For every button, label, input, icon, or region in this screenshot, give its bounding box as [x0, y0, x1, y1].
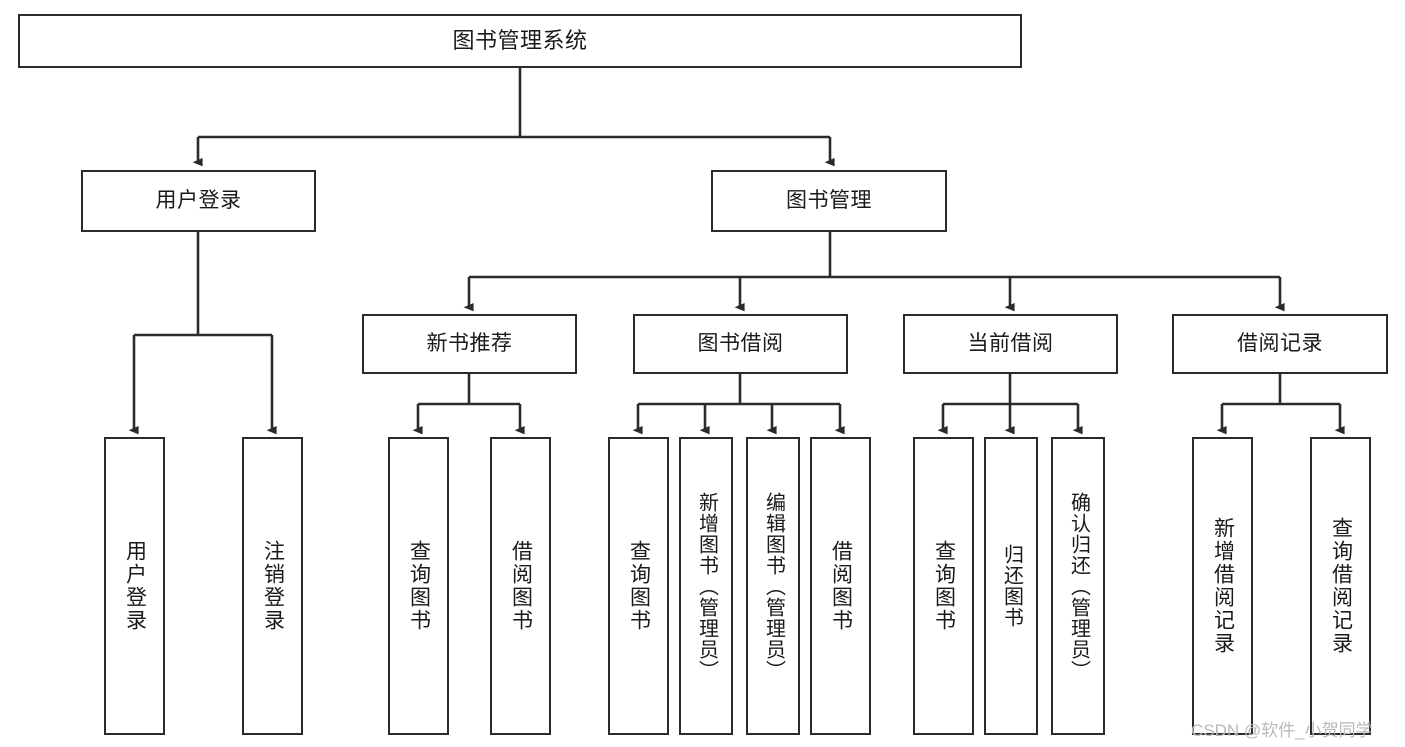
node-book-borrowing[interactable]: 图书借阅 — [633, 314, 848, 374]
node-book-management[interactable]: 图书管理 — [711, 170, 947, 232]
node-root-book-management-system[interactable]: 图书管理系统 — [18, 14, 1022, 68]
leaf-query-book-3[interactable]: 查询图书 — [913, 437, 974, 735]
leaf-borrow-book-2[interactable]: 借阅图书 — [810, 437, 871, 735]
leaf-confirm-return-admin[interactable]: 确认归还（管理员） — [1051, 437, 1105, 735]
node-label: 查询图书 — [407, 540, 431, 632]
leaf-logout[interactable]: 注销登录 — [242, 437, 303, 735]
node-label: 查询图书 — [932, 540, 956, 632]
node-label: 当前借阅 — [967, 331, 1054, 355]
node-label: 注销登录 — [261, 540, 285, 632]
node-label: 图书管理系统 — [452, 28, 588, 54]
node-label: 查询借阅记录 — [1329, 517, 1353, 655]
node-label: 确认归还（管理员） — [1067, 491, 1090, 681]
node-label: 图书管理 — [786, 188, 872, 212]
node-label: 借阅图书 — [829, 540, 853, 632]
node-label: 借阅图书 — [509, 540, 533, 632]
node-label: 查询图书 — [627, 540, 651, 632]
leaf-query-book-1[interactable]: 查询图书 — [388, 437, 449, 735]
node-label: 用户登录 — [123, 540, 147, 632]
node-label: 借阅记录 — [1237, 331, 1323, 355]
leaf-return-book[interactable]: 归还图书 — [984, 437, 1038, 735]
leaf-add-borrow-record[interactable]: 新增借阅记录 — [1192, 437, 1253, 735]
node-borrowing-records[interactable]: 借阅记录 — [1172, 314, 1388, 374]
leaf-query-borrow-record[interactable]: 查询借阅记录 — [1310, 437, 1371, 735]
node-label: 用户登录 — [155, 188, 242, 212]
leaf-query-book-2[interactable]: 查询图书 — [608, 437, 669, 735]
node-new-book-recommendation[interactable]: 新书推荐 — [362, 314, 577, 374]
node-label: 归还图书 — [1000, 544, 1023, 628]
leaf-add-book-admin[interactable]: 新增图书（管理员） — [679, 437, 733, 735]
node-label: 新书推荐 — [426, 331, 513, 355]
leaf-user-login[interactable]: 用户登录 — [104, 437, 165, 735]
node-label: 新增借阅记录 — [1211, 517, 1235, 655]
node-user-login[interactable]: 用户登录 — [81, 170, 316, 232]
leaf-borrow-book-1[interactable]: 借阅图书 — [490, 437, 551, 735]
node-label: 新增图书（管理员） — [695, 491, 718, 681]
node-label: 编辑图书（管理员） — [762, 491, 785, 681]
node-label: 图书借阅 — [697, 331, 784, 355]
leaf-edit-book-admin[interactable]: 编辑图书（管理员） — [746, 437, 800, 735]
node-current-borrowing[interactable]: 当前借阅 — [903, 314, 1118, 374]
watermark-text: CSDN @软件_小贺同学 — [1191, 721, 1373, 740]
